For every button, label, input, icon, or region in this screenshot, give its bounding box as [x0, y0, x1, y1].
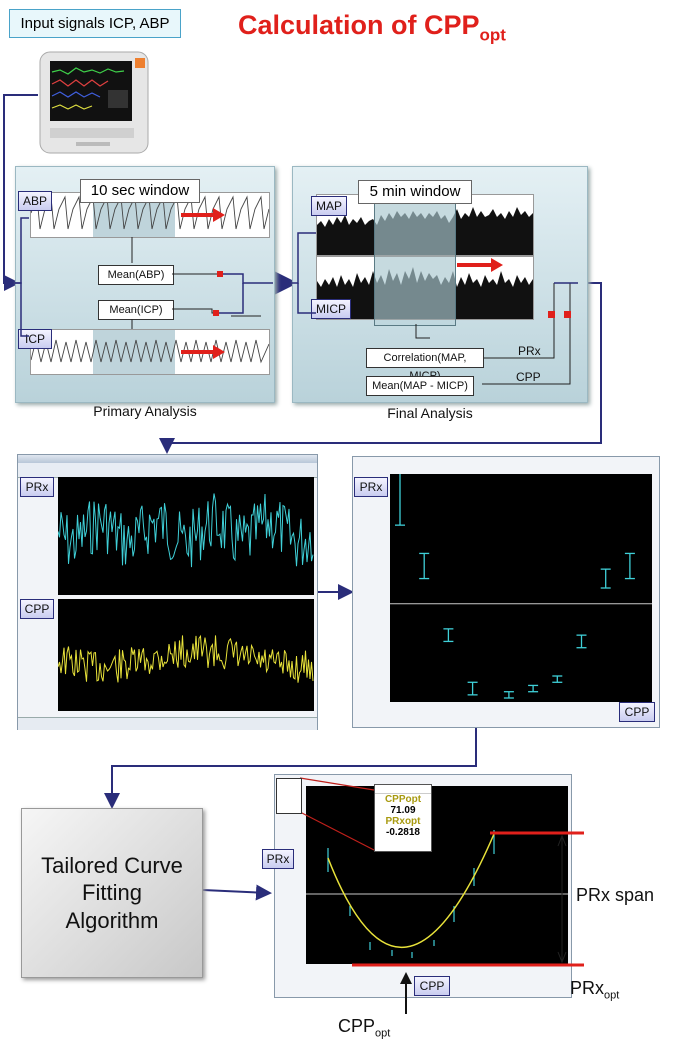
mean-abp-box: Mean(ABP)	[98, 265, 174, 285]
map-label: MAP	[311, 196, 347, 216]
prx-output-label: PRx	[518, 344, 541, 358]
prx-timeseries-plot	[57, 477, 314, 595]
prx-error-bar	[419, 552, 430, 580]
prx-error-bar	[576, 634, 587, 649]
prx-error-bar	[503, 691, 514, 699]
input-signals-box: Input signals ICP, ABP	[9, 9, 181, 38]
window-titlebar	[18, 455, 317, 463]
prx-error-bar	[600, 568, 611, 589]
prx-error-bar	[624, 552, 635, 580]
prx-error-bar	[467, 681, 478, 696]
prx-opt-label: PRxopt	[570, 978, 620, 1002]
prx-error-bar	[443, 628, 454, 643]
prx-binned-label: PRx	[354, 477, 388, 497]
final-analysis-caption: Final Analysis	[387, 405, 473, 421]
cpp-timeseries-label: CPP	[20, 599, 54, 619]
primary-connectors	[15, 217, 273, 337]
tooltip-header	[375, 785, 431, 794]
cppopt-label: CPPopt	[384, 794, 422, 805]
cpp-output-label: CPP	[516, 370, 541, 384]
prx-error-bar	[552, 675, 563, 683]
ten-second-window-label: 10 sec window	[80, 179, 200, 203]
micp-trend	[316, 256, 534, 320]
prx-fit-label: PRx	[262, 849, 294, 869]
icp-waveform	[30, 329, 270, 375]
patient-monitor-icon	[38, 50, 150, 155]
final-connectors	[292, 232, 578, 385]
page-title: Calculation of CPPopt	[238, 10, 506, 45]
zoom-source-box	[276, 778, 302, 814]
map-trend	[316, 194, 534, 256]
timeseries-window	[17, 454, 318, 730]
prx-span-label: PRx span	[576, 885, 655, 905]
cpp-timeseries-plot	[57, 599, 314, 711]
curve-fitting-algorithm-box: Tailored Curve Fitting Algorithm	[21, 808, 203, 978]
prx-error-bar	[528, 684, 539, 693]
mean-icp-box: Mean(ICP)	[98, 300, 174, 320]
fit-plot	[306, 786, 568, 964]
cpp-opt-label: CPPopt	[338, 1016, 391, 1040]
cpp-fit-label: CPP	[414, 976, 450, 996]
binned-prx-chart	[390, 467, 652, 699]
cppopt-value: 71.09	[390, 805, 416, 816]
icp-label: ICP	[18, 329, 52, 349]
binned-prx-plot	[390, 467, 652, 702]
primary-analysis-caption: Primary Analysis	[93, 403, 197, 419]
prxopt-value: -0.2818	[386, 827, 420, 838]
abp-label: ABP	[18, 191, 52, 211]
timescale-bar	[18, 717, 317, 730]
micp-label: MICP	[311, 299, 351, 319]
mean-difference-box: Mean(MAP - MICP)	[366, 376, 474, 396]
cppopt-tooltip: CPPopt 71.09 PRxopt -0.2818	[374, 784, 432, 852]
prxopt-label: PRxopt	[385, 816, 421, 827]
five-minute-window-label: 5 min window	[358, 180, 472, 204]
cpp-binned-label: CPP	[619, 702, 655, 722]
prx-timeseries-label: PRx	[20, 477, 54, 497]
five-minute-window-highlight	[374, 194, 456, 326]
